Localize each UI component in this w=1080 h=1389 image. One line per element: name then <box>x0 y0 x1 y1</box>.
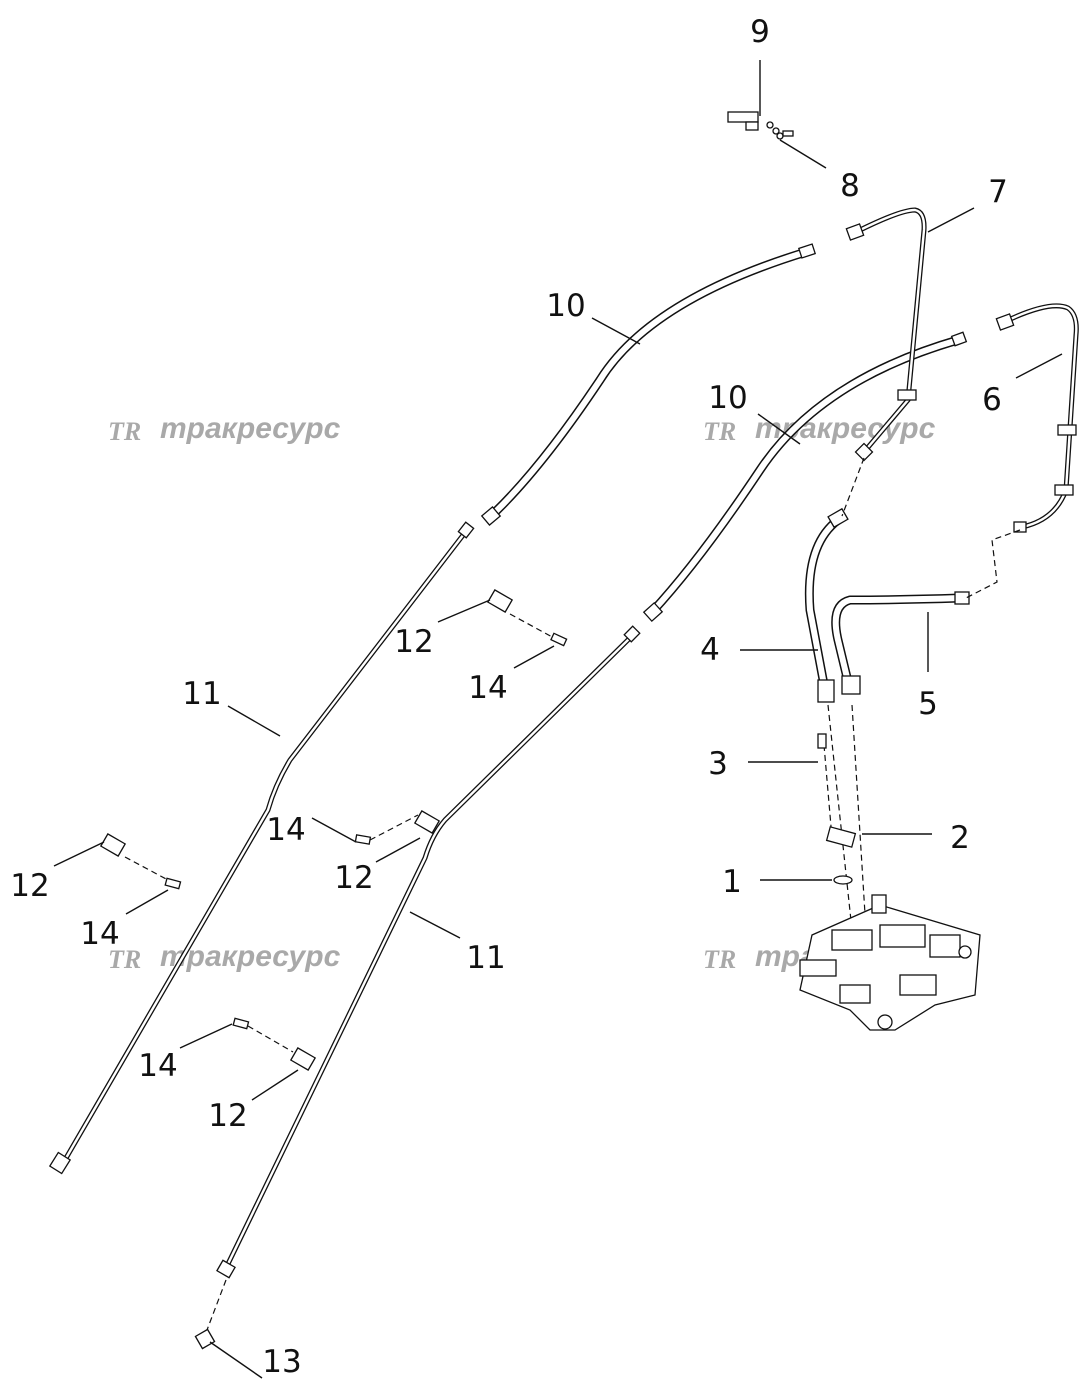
callout-3: 3 <box>708 746 728 782</box>
bolt-3 <box>817 733 827 749</box>
hose-10-left <box>480 243 817 527</box>
clamp-12-lower <box>232 1017 317 1071</box>
callout-6: 6 <box>982 382 1002 418</box>
watermark-logo: TR <box>108 945 141 974</box>
callout-14-lower: 14 <box>138 1048 177 1084</box>
tube-11-right <box>216 625 641 1279</box>
callout-4: 4 <box>700 632 720 668</box>
control-valve-block <box>799 894 981 1031</box>
callout-12-middle: 12 <box>334 860 373 896</box>
callout-1: 1 <box>722 864 742 900</box>
hose-5 <box>831 591 970 695</box>
callout-5: 5 <box>918 686 938 722</box>
callout-11-left: 11 <box>182 676 221 712</box>
callout-8: 8 <box>840 168 860 204</box>
watermark-text: тракресурс <box>160 412 341 445</box>
flange-2 <box>825 826 857 848</box>
callout-12-left: 12 <box>10 868 49 904</box>
o-ring-1 <box>833 875 853 885</box>
callout-11-right: 11 <box>466 940 505 976</box>
watermark-bottom-left: TR тракресурс <box>108 940 341 974</box>
callout-10-right: 10 <box>708 380 747 416</box>
clamp-12-middle <box>354 810 441 845</box>
callout-14-upper: 14 <box>468 670 507 706</box>
callout-10-left: 10 <box>546 288 585 324</box>
watermark-logo: TR <box>703 417 736 446</box>
leader-lines <box>53 60 1063 1379</box>
callout-2: 2 <box>950 820 970 856</box>
callout-12-lower: 12 <box>208 1098 247 1134</box>
callout-9: 9 <box>750 14 770 50</box>
clamp-12-left <box>99 833 182 890</box>
callout-14-left: 14 <box>80 916 119 952</box>
clamp-12-upper <box>486 589 568 647</box>
callout-12-upper: 12 <box>394 624 433 660</box>
tube-6 <box>995 303 1079 533</box>
watermark-top-right: TR тракресурс <box>703 412 936 446</box>
tube-11-left <box>48 521 475 1175</box>
hose-4 <box>804 507 849 703</box>
callout-14-middle: 14 <box>266 812 305 848</box>
watermark-logo: TR <box>108 417 141 446</box>
callout-13: 13 <box>262 1344 301 1380</box>
callout-7: 7 <box>988 174 1008 210</box>
watermark-logo: TR <box>703 945 736 974</box>
bracket-9 <box>727 111 794 140</box>
watermark-top-left: TR тракресурс <box>108 412 341 446</box>
nut-13 <box>194 1279 227 1350</box>
hose-10-right <box>642 331 968 623</box>
tube-7 <box>845 207 927 462</box>
